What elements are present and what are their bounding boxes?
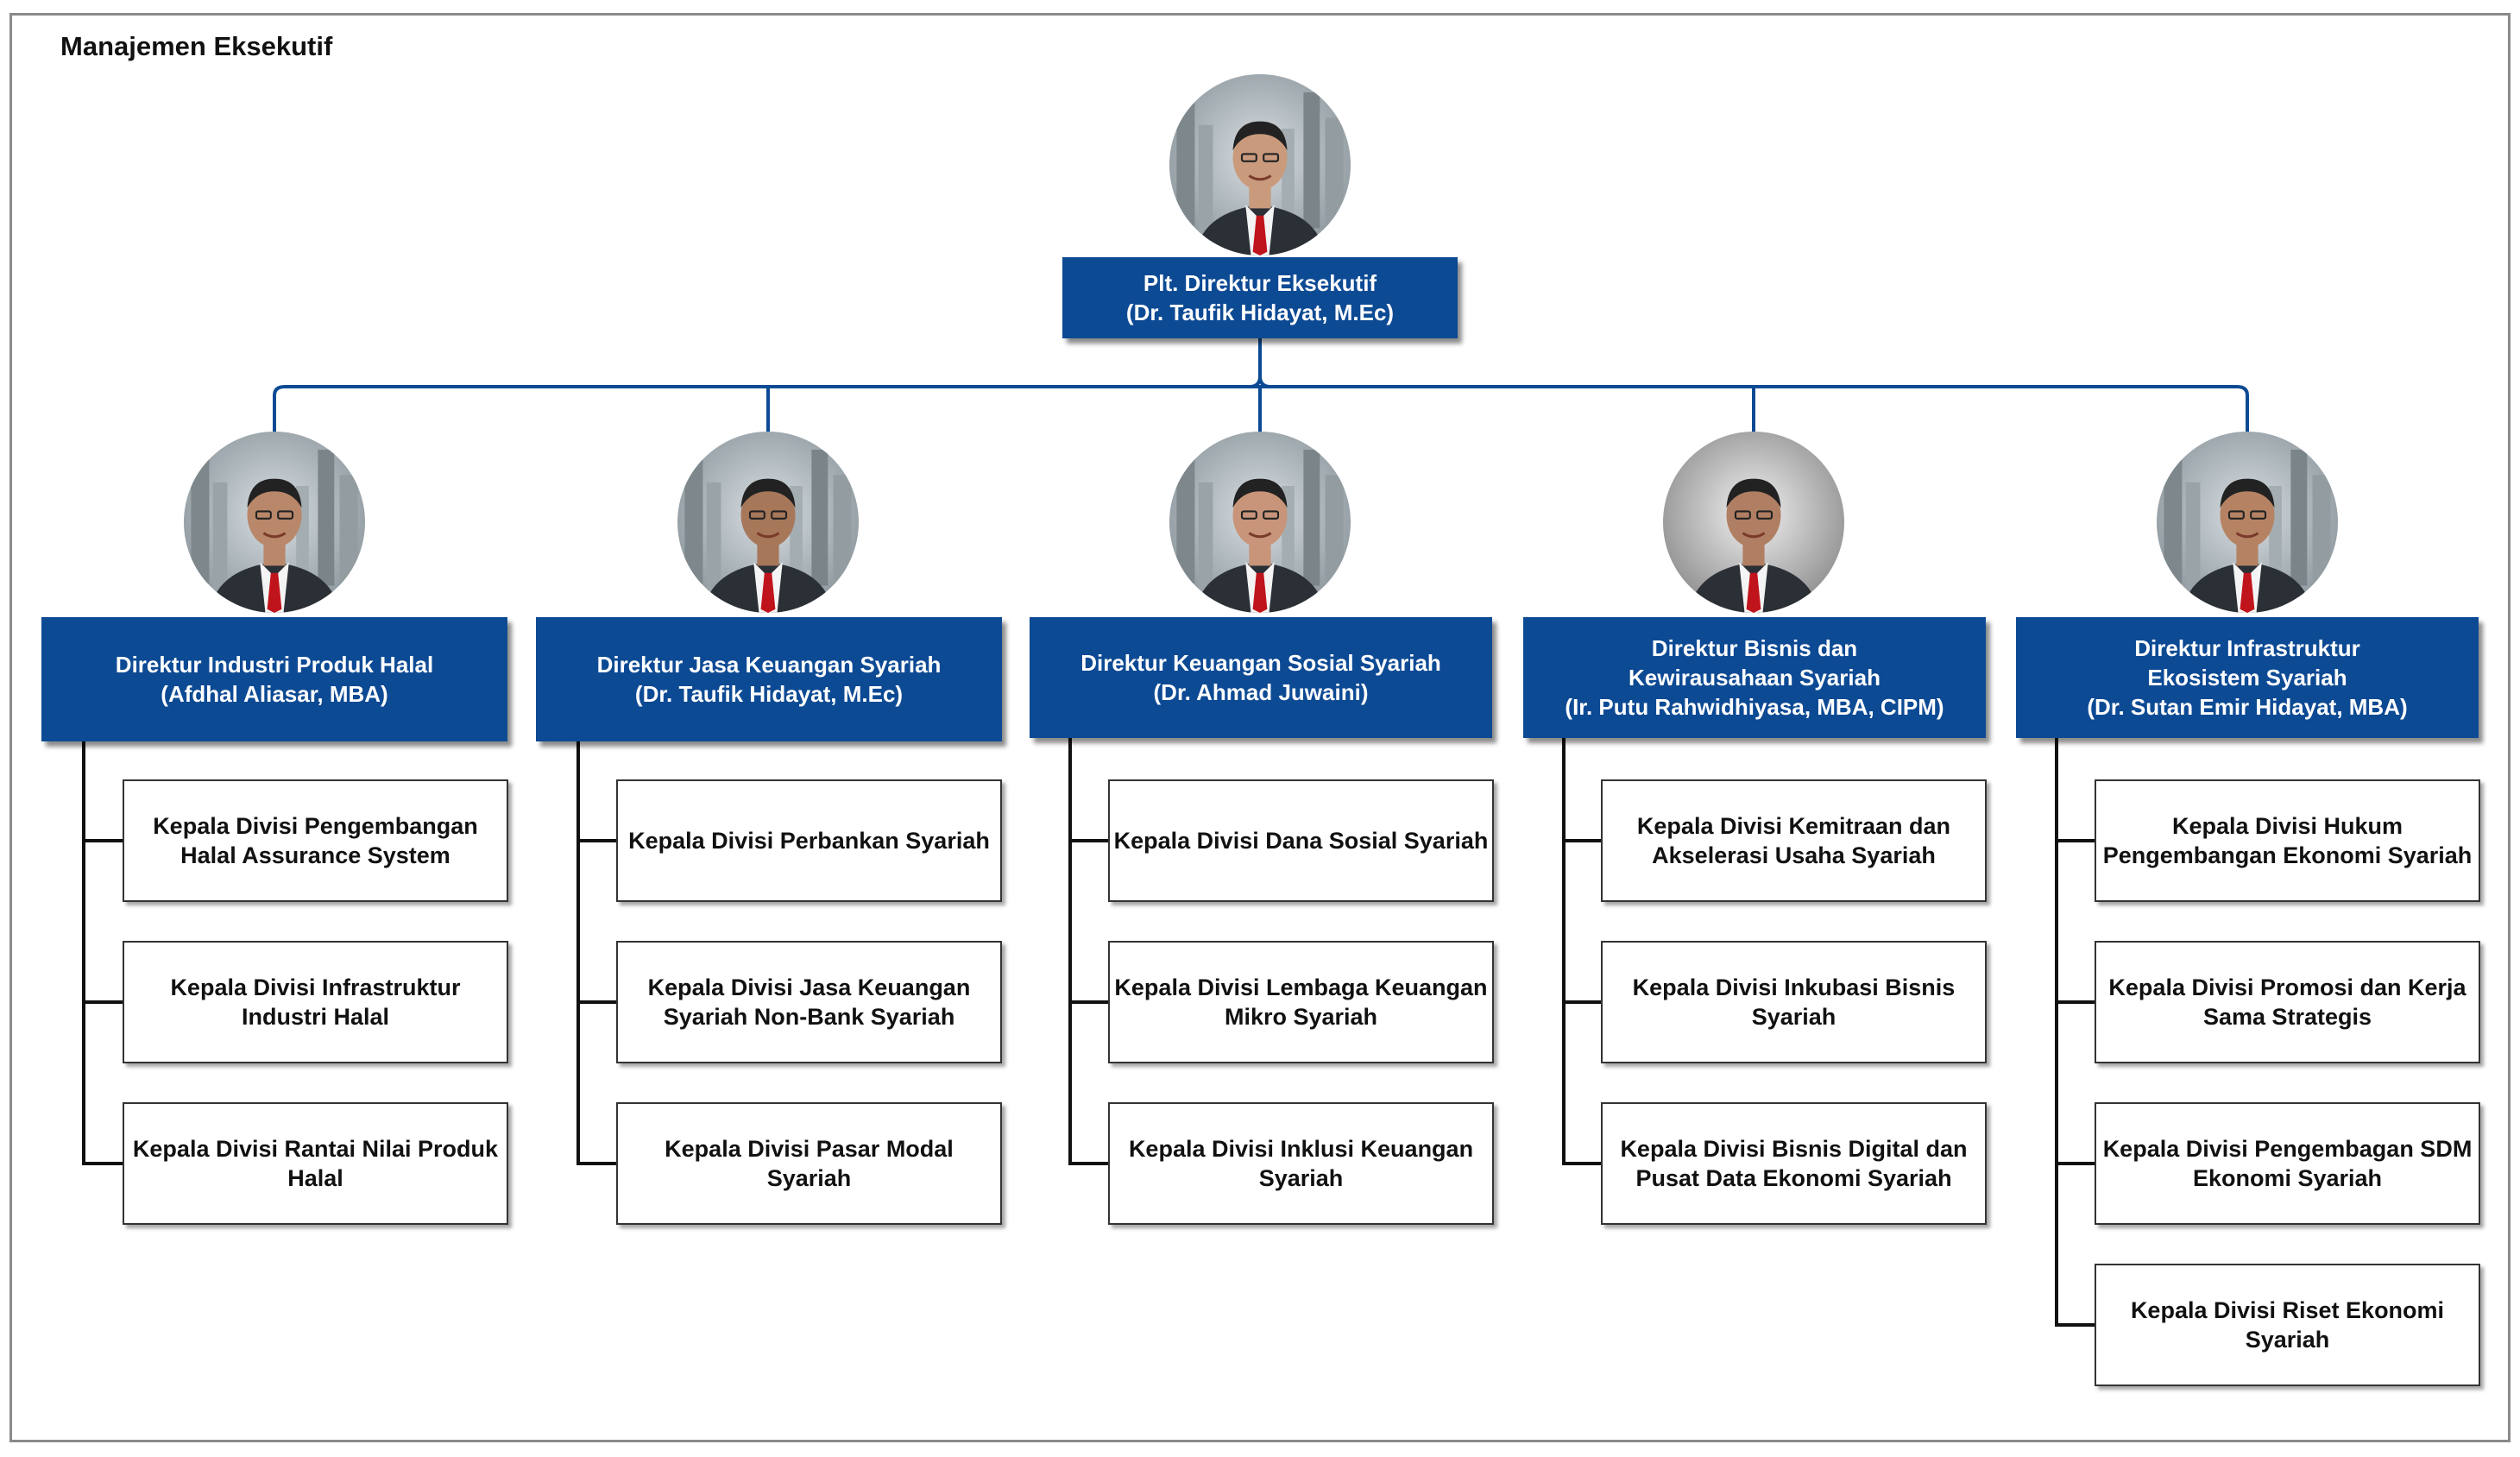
bus-junction-connector (1249, 375, 1271, 388)
director-portrait-icon (1169, 432, 1351, 613)
director-portrait-icon (184, 432, 365, 613)
director-photo (677, 432, 859, 613)
division-box[interactable]: Kepala Divisi Riset Ekonomi Syariah (2095, 1264, 2480, 1386)
division-box[interactable]: Kepala Divisi Infrastruktur Industri Hal… (123, 941, 508, 1063)
director-role-line2: Ekosistem Syariah (2147, 665, 2347, 691)
division-label: Kepala Divisi Inklusi Keuangan Syariah (1128, 1136, 1474, 1191)
division-box[interactable]: Kepala Divisi Lembaga Keuangan Mikro Sya… (1108, 941, 1494, 1063)
division-box[interactable]: Kepala Divisi Perbankan Syariah (616, 779, 1002, 902)
division-label: Kepala Divisi Hukum Pengembangan Ekonomi… (2102, 813, 2473, 868)
director-name: (Dr. Taufik Hidayat, M.Ec) (634, 681, 904, 707)
division-box[interactable]: Kepala Divisi Pasar Modal Syariah (616, 1102, 1002, 1225)
division-label: Kepala Divisi Bisnis Digital dan Pusat D… (1620, 1136, 1968, 1191)
division-box[interactable]: Kepala Divisi Inkubasi Bisnis Syariah (1601, 941, 1987, 1063)
division-label: Kepala Divisi Inkubasi Bisnis Syariah (1632, 974, 1956, 1030)
director-photo (1169, 432, 1351, 613)
director-portrait-icon (677, 432, 859, 613)
division-label: Kepala Divisi Riset Ekonomi Syariah (2130, 1297, 2445, 1353)
division-label: Kepala Divisi Jasa Keuangan Syariah Non-… (647, 974, 971, 1030)
division-label: Kepala Divisi Perbankan Syariah (628, 828, 990, 854)
executive-director-box[interactable]: Plt. Direktur Eksekutif (Dr. Taufik Hida… (1062, 257, 1458, 338)
division-box[interactable]: Kepala Divisi Pengembagan SDM Ekonomi Sy… (2095, 1102, 2480, 1225)
director-role: Direktur Bisnis dan (1651, 635, 1858, 661)
director-role: Direktur Industri Produk Halal (115, 652, 434, 678)
division-label: Kepala Divisi Pengembagan SDM Ekonomi Sy… (2102, 1136, 2473, 1191)
division-box[interactable]: Kepala Divisi Hukum Pengembangan Ekonomi… (2095, 779, 2480, 902)
division-box[interactable]: Kepala Divisi Dana Sosial Syariah (1108, 779, 1494, 902)
division-box[interactable]: Kepala Divisi Bisnis Digital dan Pusat D… (1601, 1102, 1987, 1225)
director-name: (Dr. Sutan Emir Hidayat, MBA) (2087, 694, 2408, 720)
director-portrait-icon (2157, 432, 2338, 613)
executive-director-photo (1169, 74, 1351, 255)
division-box[interactable]: Kepala Divisi Promosi dan Kerja Sama Str… (2095, 941, 2480, 1063)
division-label: Kepala Divisi Pasar Modal Syariah (665, 1136, 954, 1191)
director-box[interactable]: Direktur Industri Produk Halal (Afdhal Al… (41, 617, 507, 741)
division-box[interactable]: Kepala Divisi Kemitraan dan Akselerasi U… (1601, 779, 1987, 902)
director-box[interactable]: Direktur Keuangan Sosial Syariah (Dr. Ahm… (1030, 617, 1492, 738)
director-photo (2157, 432, 2338, 613)
director-role-line2: Kewirausahaan Syariah (1629, 665, 1881, 691)
executive-director-role: Plt. Direktur Eksekutif (1143, 270, 1377, 296)
director-name: (Ir. Putu Rahwidhiyasa, MBA, CIPM) (1565, 694, 1944, 720)
division-label: Kepala Divisi Dana Sosial Syariah (1113, 828, 1489, 854)
director-photo (184, 432, 365, 613)
page-title: Manajemen Eksekutif (60, 31, 333, 61)
director-name: (Afdhal Aliasar, MBA) (161, 681, 388, 707)
director-portrait-icon (1663, 432, 1844, 613)
executive-director-name: (Dr. Taufik Hidayat, M.Ec) (1125, 300, 1395, 325)
division-label: Kepala Divisi Kemitraan dan Akselerasi U… (1636, 813, 1951, 868)
division-label: Kepala Divisi Infrastruktur Industri Hal… (170, 974, 461, 1030)
division-box[interactable]: Kepala Divisi Rantai Nilai Produk Halal (123, 1102, 508, 1225)
executive-portrait-icon (1169, 74, 1351, 255)
director-photo (1663, 432, 1844, 613)
director-role: Direktur Jasa Keuangan Syariah (596, 652, 942, 678)
division-label: Kepala Divisi Lembaga Keuangan Mikro Sya… (1114, 974, 1488, 1030)
division-label: Kepala Divisi Promosi dan Kerja Sama Str… (2108, 974, 2466, 1030)
director-role: Direktur Infrastruktur (2134, 635, 2360, 661)
director-role: Direktur Keuangan Sosial Syariah (1080, 650, 1441, 676)
division-box[interactable]: Kepala Divisi Pengembangan Halal Assuran… (123, 779, 508, 902)
division-box[interactable]: Kepala Divisi Jasa Keuangan Syariah Non-… (616, 941, 1002, 1063)
division-label: Kepala Divisi Pengembangan Halal Assuran… (153, 813, 478, 868)
director-name: (Dr. Ahmad Juwaini) (1153, 679, 1369, 705)
division-box[interactable]: Kepala Divisi Inklusi Keuangan Syariah (1108, 1102, 1494, 1225)
division-label: Kepala Divisi Rantai Nilai Produk Halal (132, 1136, 499, 1191)
director-box[interactable]: Direktur Jasa Keuangan Syariah (Dr. Taufi… (536, 617, 1002, 741)
